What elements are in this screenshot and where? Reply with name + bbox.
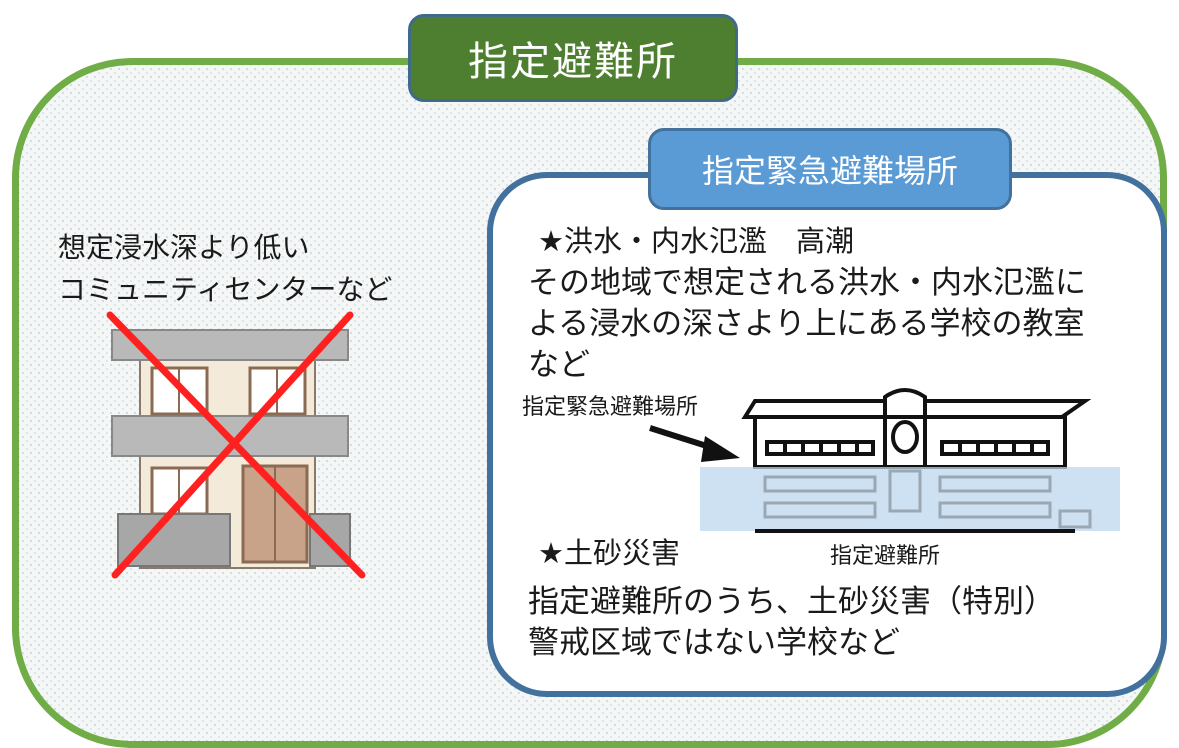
flood-heading: ★洪水・内水氾濫 高潮 [538,224,854,258]
landslide-text-line1: 指定避難所のうち、土砂災害（特別） [528,584,1055,620]
school-building-icon [700,388,1120,533]
flood-text-line2: よる浸水の深さより上にある学校の教室 [528,306,1085,342]
left-caption-line1: 想定浸水深より低い [58,231,310,264]
sub-title-label: 指定緊急避難場所 [648,128,1012,210]
flood-text-line3: など [528,347,590,383]
school-upper-label: 指定緊急避難場所 [522,395,699,420]
school-lower-label: 指定避難所 [830,544,941,569]
left-caption-line2: コミュニティセンターなど [58,273,393,306]
landslide-heading: ★土砂災害 [538,536,680,570]
arrow-icon [649,425,740,462]
flood-text-line1: その地域で想定される洪水・内水氾濫に [528,265,1086,301]
title-label: 指定避難所 [408,14,738,102]
red-cross-icon [106,311,366,579]
landslide-text-line2: 警戒区域ではない学校など [528,625,900,661]
